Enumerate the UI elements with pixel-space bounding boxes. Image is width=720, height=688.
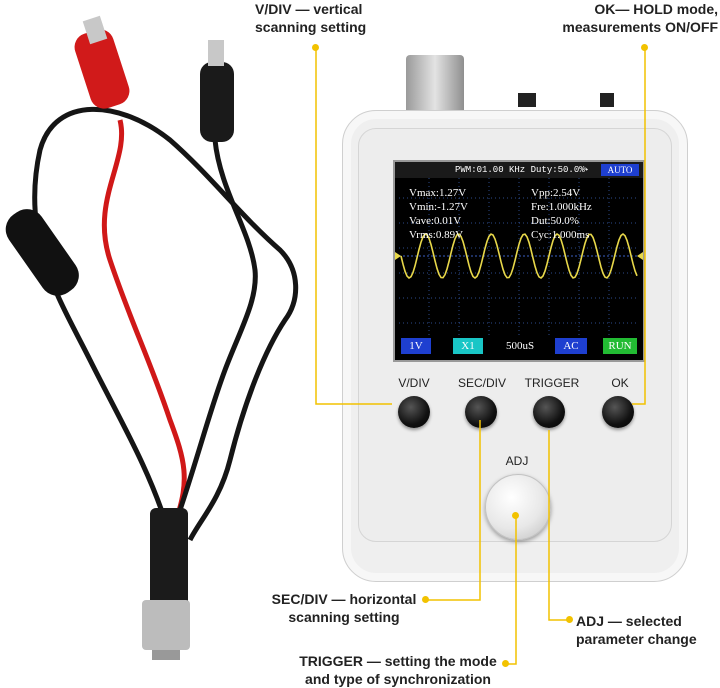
ok-callout-line1: OK— HOLD mode, — [594, 1, 718, 17]
adj-knob-dot — [512, 512, 519, 519]
black-clip-icon — [200, 40, 234, 142]
adj-callout-dot — [566, 616, 573, 623]
time-div-indicator: 500uS — [505, 340, 535, 352]
vdiv-label: V/DIV — [398, 376, 430, 390]
vave-reading: Vave:0.01V — [409, 215, 462, 227]
screen-top-bar: PWM:01.00 KHz Duty:50.0% ↷ AUTO — [395, 162, 643, 178]
trigger-label: TRIGGER — [524, 376, 580, 390]
adj-callout-line2: parameter change — [576, 631, 697, 647]
ok-label: OK — [611, 376, 629, 390]
ok-callout: OK— HOLD mode, measurements ON/OFF — [540, 0, 718, 36]
vdiv-callout-line2: scanning setting — [255, 19, 367, 35]
power-jack-icon — [600, 93, 614, 107]
ok-button[interactable] — [602, 396, 634, 428]
secdiv-callout: SEC/DIV — horizontal scanning setting — [264, 590, 424, 626]
duty-reading: Dut:50.0% — [531, 215, 579, 227]
pwm-status: PWM:01.00 KHz Duty:50.0% — [455, 165, 585, 175]
vdiv-callout-line1: V/DIV — vertical — [255, 1, 363, 17]
vmin-reading: Vmin:-1.27V — [409, 201, 468, 213]
adj-label: ADJ — [505, 454, 529, 468]
hold-icon: ↷ — [583, 165, 589, 175]
trigger-marker-right-icon — [637, 252, 643, 260]
vdiv-button[interactable] — [398, 396, 430, 428]
ok-callout-line2: measurements ON/OFF — [562, 19, 718, 35]
vdiv-callout-dot — [312, 44, 319, 51]
ok-callout-dot — [641, 44, 648, 51]
switch-icon — [518, 93, 536, 107]
secdiv-label: SEC/DIV — [457, 376, 506, 390]
measurements-left: Vmax:1.27V Vmin:-1.27V Vave:0.01V Vrms:0… — [409, 186, 468, 242]
run-state-indicator: RUN — [603, 338, 637, 354]
vmax-reading: Vmax:1.27V — [409, 187, 467, 199]
trigger-callout-dot — [502, 660, 509, 667]
trigger-marker-left-icon — [395, 252, 401, 260]
oscilloscope-screen: PWM:01.00 KHz Duty:50.0% ↷ AUTO Vmax:1.2… — [393, 160, 645, 362]
sine-waveform — [400, 232, 638, 280]
freq-reading: Fre:1.000kHz — [531, 201, 592, 213]
measurements-right: Vpp:2.54V Fre:1.000kHz Dut:50.0% Cyc:1.0… — [531, 186, 592, 242]
trigger-callout-line1: TRIGGER — setting the mode — [299, 653, 497, 669]
adj-callout-line1: ADJ — selected — [576, 613, 682, 629]
cycle-reading: Cyc:1.000ms — [531, 229, 590, 241]
secdiv-callout-line2: scanning setting — [288, 609, 400, 625]
vdiv-callout-line — [315, 48, 392, 405]
vdiv-callout: V/DIV — vertical scanning setting — [255, 0, 366, 36]
trigger-button[interactable] — [533, 396, 565, 428]
trigger-callout-line — [506, 516, 517, 665]
probe-indicator: X1 — [453, 338, 483, 354]
vrms-reading: Vrms:0.89V — [409, 229, 464, 241]
secdiv-callout-line — [426, 420, 481, 601]
adj-callout: ADJ — selected parameter change — [576, 612, 697, 648]
adj-encoder-knob[interactable] — [485, 474, 551, 540]
bnc-plug-icon — [142, 508, 190, 660]
secdiv-button[interactable] — [465, 396, 497, 428]
bnc-connector-icon — [406, 55, 464, 115]
oscilloscope-device: PWM:01.00 KHz Duty:50.0% ↷ AUTO Vmax:1.2… — [332, 55, 694, 582]
waveform-grid — [395, 178, 643, 338]
adj-callout-line — [548, 430, 568, 621]
vpp-reading: Vpp:2.54V — [531, 187, 581, 199]
volt-div-indicator: 1V — [401, 338, 431, 354]
mode-badge: AUTO — [601, 164, 639, 176]
trigger-callout-line2: and type of synchronization — [305, 671, 491, 687]
ok-callout-line — [632, 48, 646, 405]
trigger-callout: TRIGGER — setting the mode and type of s… — [296, 652, 500, 688]
red-clip-icon — [74, 15, 130, 109]
secdiv-callout-line1: SEC/DIV — horizontal — [271, 591, 417, 607]
secdiv-callout-dot — [422, 596, 429, 603]
coupling-indicator: AC — [555, 338, 587, 354]
